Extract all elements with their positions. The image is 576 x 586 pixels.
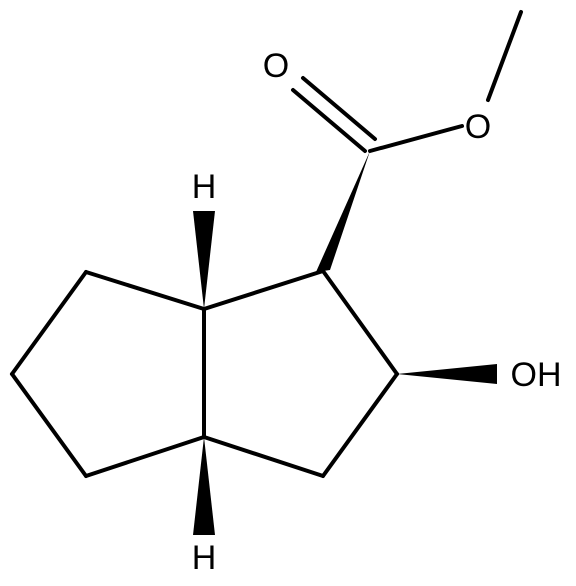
hydroxyl-label: OH — [511, 356, 562, 394]
bond-ester-o-methyl — [486, 10, 523, 102]
carbonyl-double-bond-1 — [291, 88, 367, 153]
bond-c6-c6a — [84, 435, 206, 478]
carbonyl-oxygen-label: O — [263, 47, 289, 85]
carbonyl-double-bond-2 — [301, 76, 377, 141]
bond-carbonyl-ester-o — [368, 124, 464, 153]
wedge-bonds — [193, 151, 497, 535]
hydrogen-bottom-label: H — [192, 539, 217, 577]
bond-c3-c6a — [202, 435, 325, 478]
ester-oxygen-label: O — [465, 108, 491, 146]
wedge-c6a-h — [193, 437, 215, 535]
hydrogen-top-label: H — [192, 168, 217, 206]
bond-c3a-c4 — [84, 270, 206, 311]
bond-c2-c3 — [321, 372, 399, 478]
wedge-c1-carbonyl — [316, 151, 370, 272]
bond-c4-c5 — [10, 270, 88, 376]
wedge-c3a-h — [193, 211, 215, 309]
right-ring — [202, 269, 399, 478]
left-ring — [10, 270, 206, 478]
ester-group — [291, 10, 523, 153]
bond-c1-c2 — [321, 269, 399, 376]
bond-c5-c6 — [10, 372, 88, 478]
wedge-c2-oh — [397, 364, 497, 384]
bond-c3a-c1 — [202, 269, 325, 311]
